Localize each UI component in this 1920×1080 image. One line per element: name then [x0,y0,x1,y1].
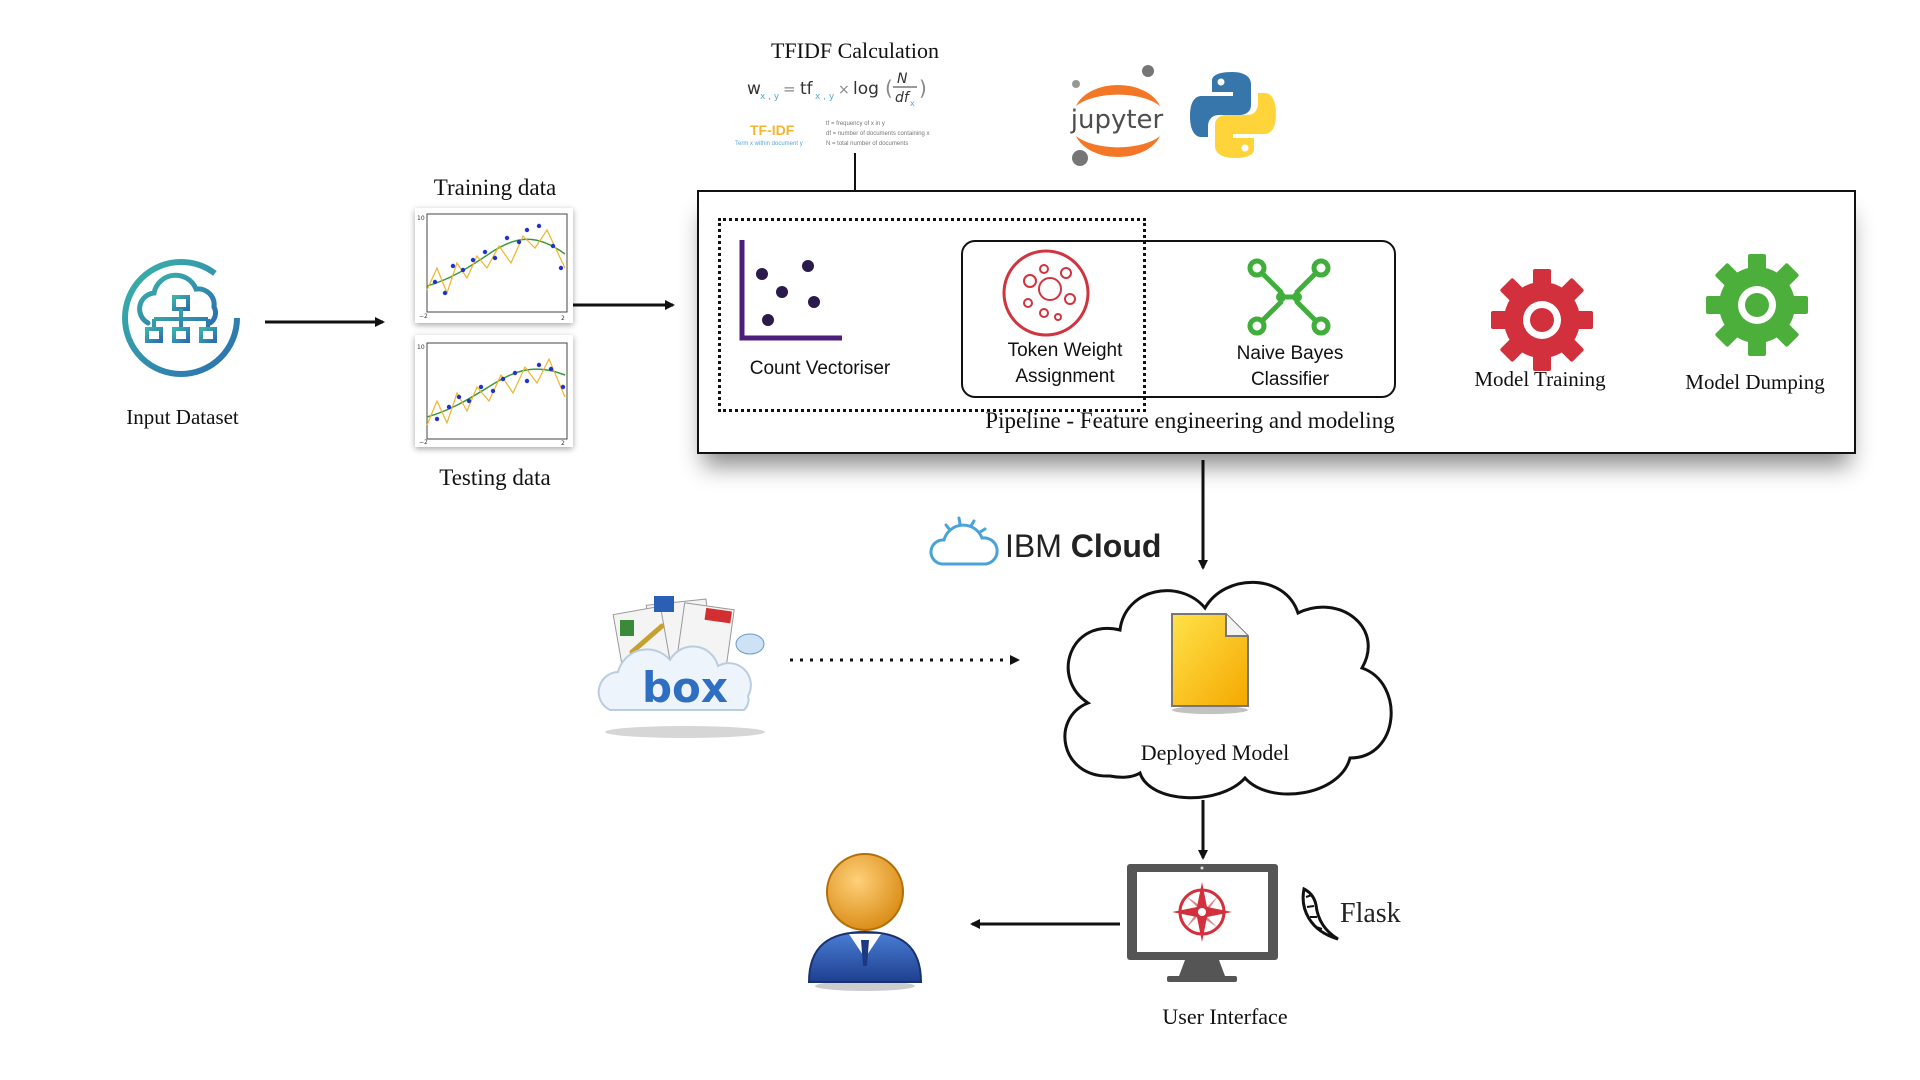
python-logo-icon [1190,72,1276,158]
naive-bayes-label-line2: Classifier [1250,369,1330,390]
ibm-cloud-wordmark: IBM Cloud [1005,528,1161,565]
ibm-cloud-bold: Cloud [1070,528,1162,564]
tfidf-def-1: tf = frequency of x in y [826,121,885,127]
jupyter-wordmark: jupyter [1070,105,1164,135]
jupyter-logo-icon: jupyter [1070,65,1164,166]
scatter-plot-icon [739,240,842,341]
input-dataset-label: Input Dataset [126,405,239,429]
tfidf-title: TFIDF Calculation [770,38,940,63]
tfidf-brand: TF-IDF [750,122,795,138]
training-data-label: Training data [433,175,557,200]
tfidf-brand-sub: Term x within document y [735,141,803,147]
svg-text:2: 2 [561,315,565,322]
flask-horn-icon [1301,886,1339,941]
svg-text:−2: −2 [419,439,428,446]
count-vectoriser-label: Count Vectoriser [749,358,891,379]
user-avatar-icon [807,853,923,991]
model-training-gear-icon [1491,269,1593,371]
svg-text:−2: −2 [419,313,428,320]
model-dumping-label: Model Dumping [1685,370,1825,394]
vectoriser-tfidf-group [718,218,1146,412]
svg-text:df: df [895,90,911,106]
svg-text:×: × [838,82,850,98]
svg-text:=: = [783,80,796,98]
testing-plot: 10 −2 2 [415,335,573,447]
token-bayes-group [961,240,1396,398]
network-graph-icon [1247,258,1331,336]
model-dumping-gear-icon [1706,254,1808,356]
svg-text:x: x [910,99,915,108]
svg-text:N: N [897,71,908,87]
svg-text:tf: tf [800,79,814,99]
naive-bayes-label-line1: Naive Bayes [1236,343,1344,364]
testing-data-label: Testing data [439,465,551,490]
deployed-model-label: Deployed Model [1140,740,1290,765]
svg-text:2: 2 [561,440,565,447]
svg-text:w: w [747,79,761,99]
training-plot: 10 −2 2 [415,208,573,323]
svg-text:10: 10 [417,215,425,222]
svg-text:x , y: x , y [815,92,835,102]
svg-text:x , y: x , y [760,92,780,102]
tfidf-formula: w x , y = tf x , y × log ( N df x ) [747,71,927,108]
flask-wordmark: Flask [1340,898,1401,929]
model-file-icon [1171,613,1249,714]
ibm-cloud-icon [929,516,999,566]
svg-text:(: ( [885,76,893,100]
monitor-icon [1127,864,1278,982]
token-weight-label-line2: Assignment [1015,366,1115,387]
tfidf-def-3: N = total number of documents [826,141,909,147]
box-documents-icon: box [597,596,765,738]
token-weight-label-line1: Token Weight [1007,340,1123,361]
user-interface-label: User Interface [1162,1004,1288,1029]
dataset-cloud-icon [122,259,240,377]
svg-text:10: 10 [417,344,425,351]
pipeline-caption: Pipeline - Feature engineering and model… [985,408,1395,433]
svg-text:): ) [919,76,927,100]
tfidf-def-2: df = number of documents containing x [826,131,930,137]
ibm-prefix: IBM [1005,528,1062,564]
svg-text:log: log [853,79,879,99]
token-cells-icon [1002,249,1090,337]
model-training-label: Model Training [1474,367,1606,391]
box-wordmark: box [642,663,728,712]
